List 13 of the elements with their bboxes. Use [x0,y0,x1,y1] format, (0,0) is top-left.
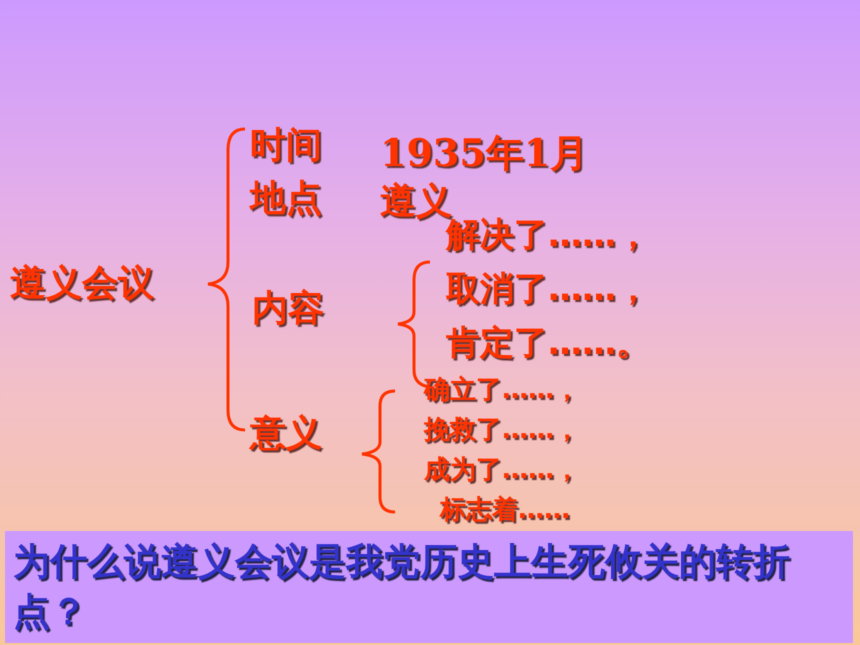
label-text: 取消了……， [446,270,650,310]
label-text: 1935年1月 [380,131,588,175]
label-text: 意义 [250,413,322,454]
label-text: 成为了……， [424,456,580,486]
label-text: 确立了……， [424,376,580,406]
label-text: 地点 [250,178,322,220]
label-text: 肯定了……。 [446,324,650,364]
label-text: 时间 [250,125,322,166]
label-text: 挽救了……， [424,416,580,446]
label-text: 标志着…… [440,496,570,526]
question-box: 为什么说遵义会议是我党历史上生死攸关的转折点？ [5,531,853,643]
label-text: 遵义会议 [10,263,154,304]
label-text: 内容 [252,288,324,330]
